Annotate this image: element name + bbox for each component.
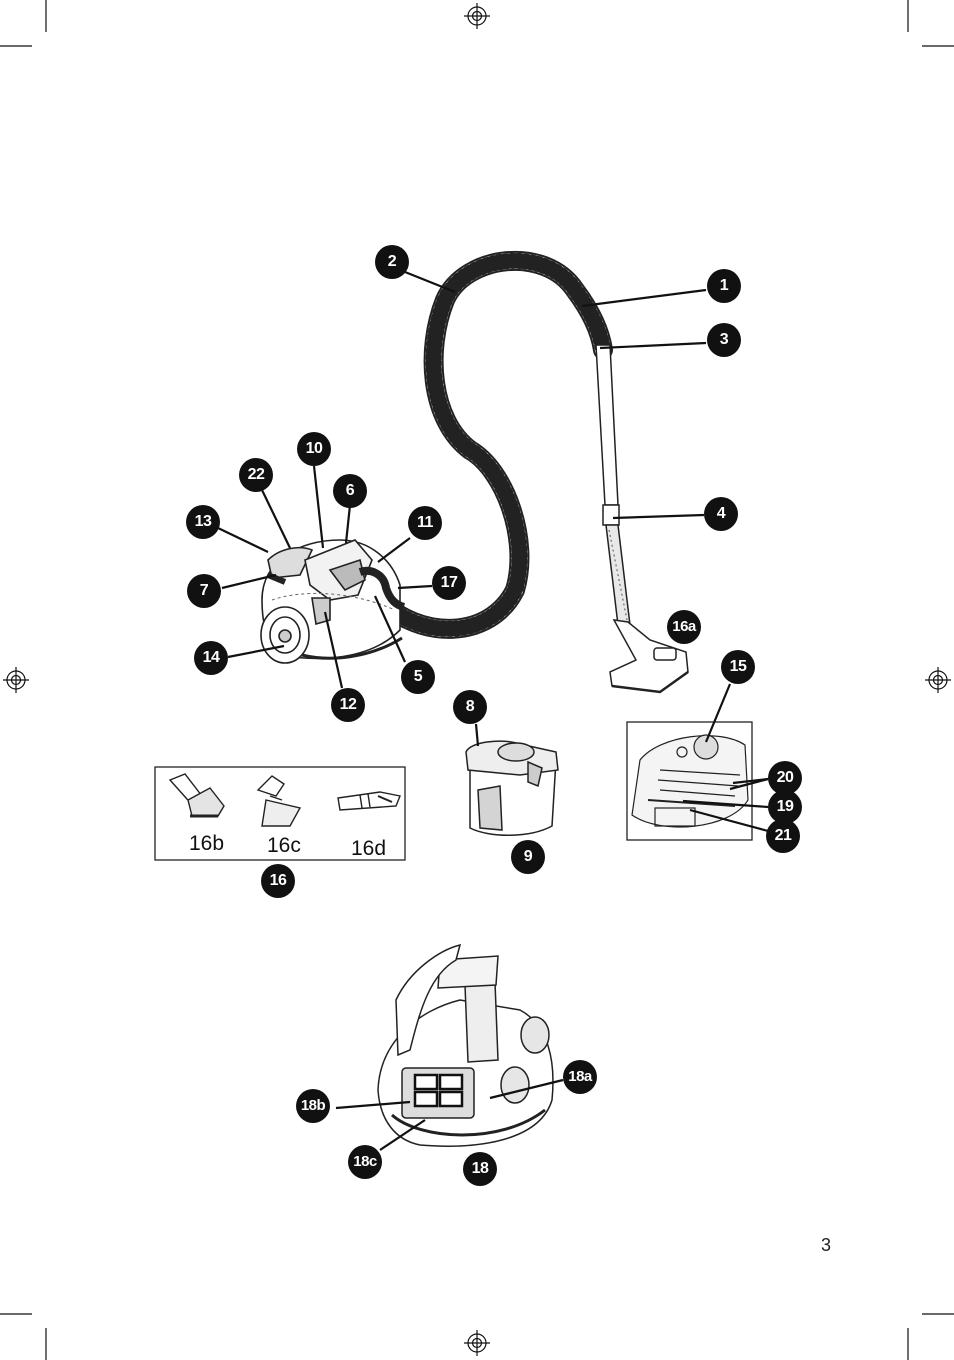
callout-15: 15 [721,650,755,684]
nozzle-16c-illustration [256,775,302,827]
callout-10: 10 [297,432,331,466]
callout-8: 8 [453,690,487,724]
accessory-label-16b: 16b [189,832,225,855]
callout-7: 7 [187,574,221,608]
telescopic-tube [595,344,631,626]
leader-lines [217,268,769,1151]
callout-2: 2 [375,245,409,279]
callout-21: 21 [766,819,800,853]
accessory-label-16c: 16c [267,834,301,857]
registration-mark-top [464,3,490,29]
callout-3: 3 [707,323,741,357]
page-number: 3 [821,1235,832,1255]
callout-14: 14 [194,641,228,675]
registration-mark-bottom [464,1330,490,1356]
callout-18a: 18a [563,1060,597,1094]
callout-18b: 18b [296,1089,330,1123]
brush-16b-illustration [168,773,225,818]
callout-16: 16 [261,864,295,898]
callout-18: 18 [463,1152,497,1186]
callout-17: 17 [432,566,466,600]
callout-4: 4 [704,497,738,531]
dust-container [465,740,559,836]
callout-19: 19 [768,790,802,824]
filter-grid [413,1073,464,1108]
vacuum-body [260,539,406,664]
callout-16a: 16a [667,610,701,644]
callout-20: 20 [768,761,802,795]
registration-mark-right [925,667,951,693]
callout-5: 5 [401,660,435,694]
callout-9: 9 [511,840,545,874]
callout-12: 12 [331,688,365,722]
registration-mark-left [3,667,29,693]
callout-13: 13 [186,505,220,539]
callout-22: 22 [239,458,273,492]
callout-6: 6 [333,474,367,508]
filter-unit [377,943,554,1147]
callout-1: 1 [707,269,741,303]
accessory-label-16d: 16d [351,837,387,860]
hose [370,250,613,639]
callout-18c: 18c [348,1145,382,1179]
callout-11: 11 [408,506,442,540]
accessories-box [154,766,406,861]
floor-nozzle [609,619,689,694]
crevice-16d-illustration [337,791,401,811]
